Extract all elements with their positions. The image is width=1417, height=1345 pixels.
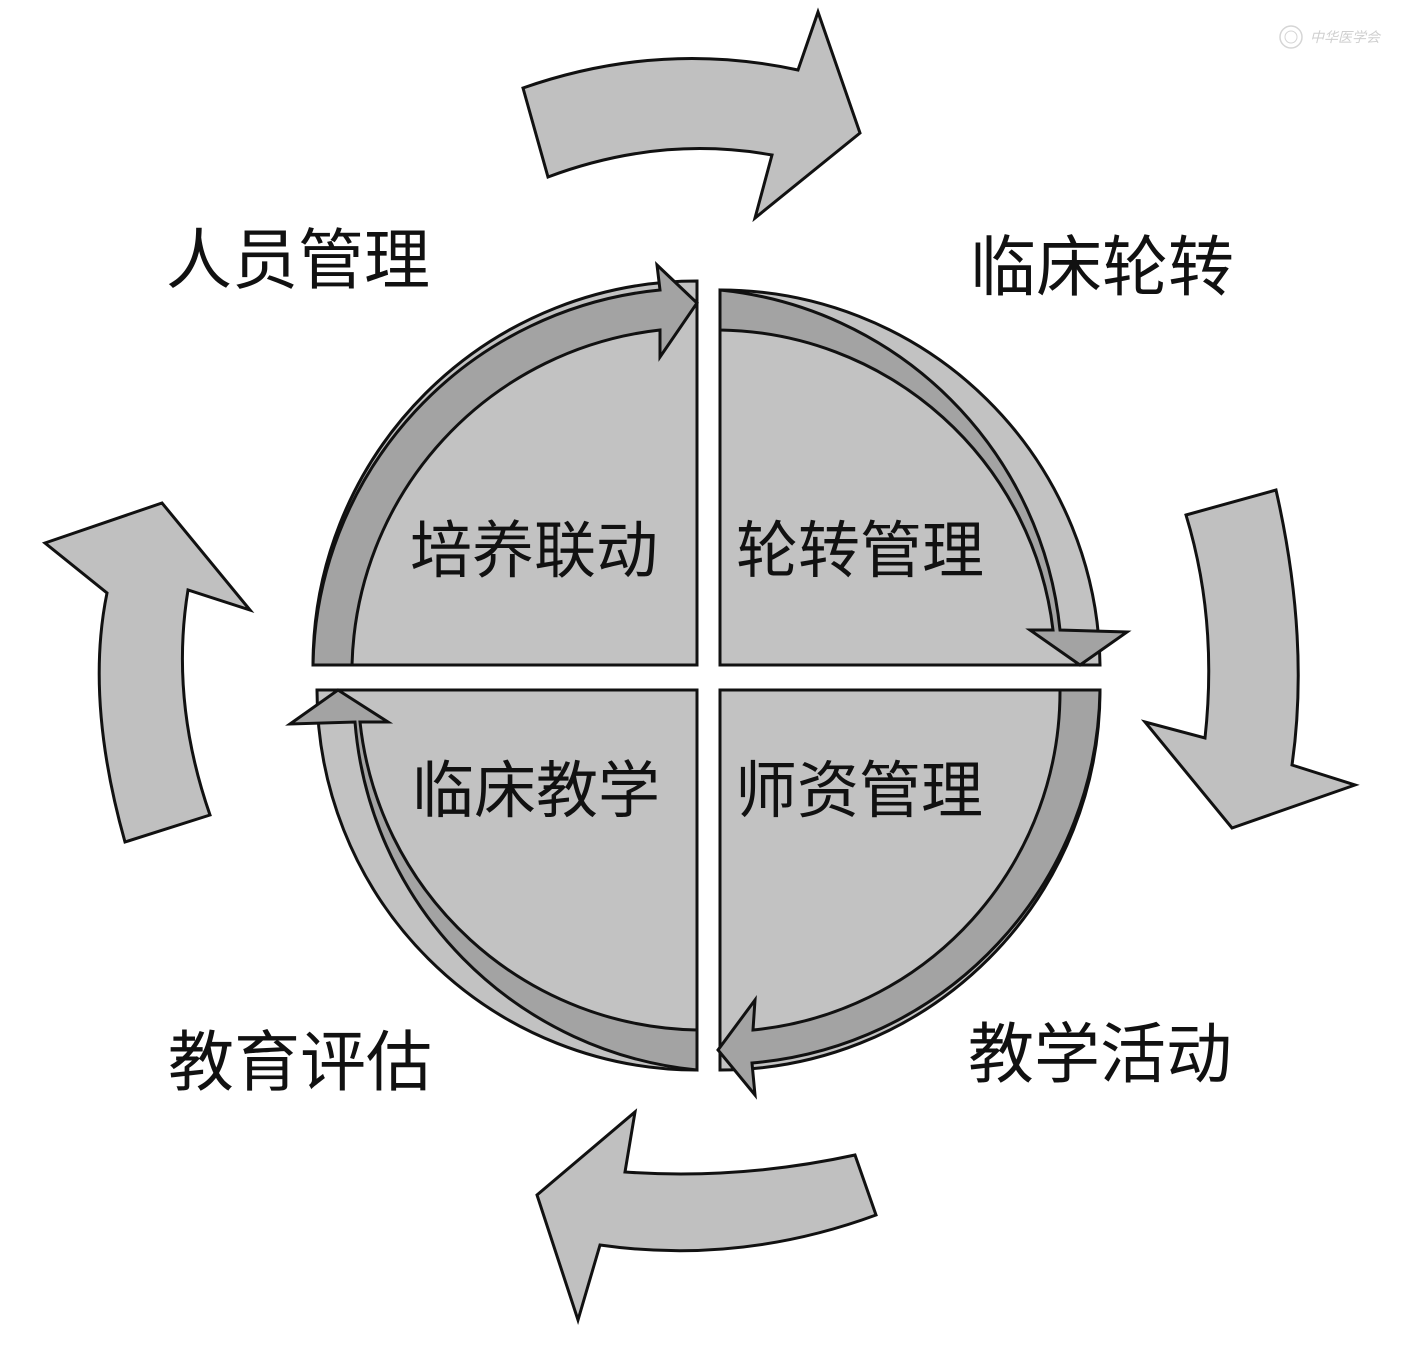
inner-arrow-top-left bbox=[311, 261, 699, 667]
watermark: 中华医学会 bbox=[1278, 24, 1380, 50]
inner-arrow-bottom-right bbox=[716, 688, 1102, 1100]
inner-label-training-linkage: 培养联动 bbox=[410, 514, 659, 587]
outer-label-clinical-rotation: 临床轮转 bbox=[970, 229, 1234, 306]
outer-label-personnel-management: 人员管理 bbox=[166, 222, 430, 299]
outer-label-teaching-activities: 教学活动 bbox=[968, 1016, 1232, 1093]
outer-label-education-evaluation: 教育评估 bbox=[168, 1024, 432, 1101]
watermark-text: 中华医学会 bbox=[1310, 30, 1380, 46]
quadrant-top-right bbox=[718, 288, 1102, 667]
inner-arrow-top-right bbox=[718, 288, 1132, 667]
inner-label-rotation-management: 轮转管理 bbox=[736, 514, 985, 587]
outer-arrow-left bbox=[41, 501, 255, 844]
association-seal-icon bbox=[1279, 25, 1303, 49]
outer-arrow-top bbox=[521, 7, 862, 223]
inner-arrow-bottom-left bbox=[285, 688, 699, 1072]
outer-arrow-bottom bbox=[535, 1108, 878, 1326]
outer-arrow-right bbox=[1140, 488, 1360, 830]
inner-label-clinical-teaching: 临床教学 bbox=[412, 754, 661, 827]
inner-label-faculty-management: 师资管理 bbox=[735, 754, 984, 827]
quadrant-bottom-left bbox=[315, 688, 699, 1072]
